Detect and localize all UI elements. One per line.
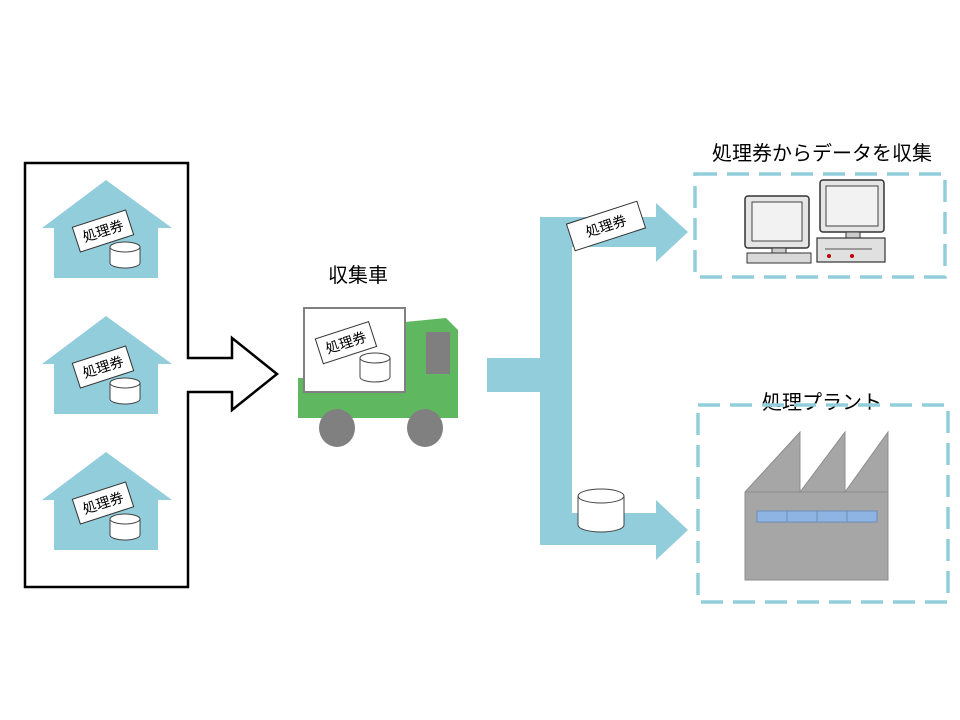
factory-icon — [744, 430, 889, 581]
wheel — [319, 409, 355, 447]
wheel — [407, 409, 443, 447]
processing-plant-box: 処理プラント — [696, 390, 950, 604]
split-flow-arrows: 処理券 — [487, 200, 688, 560]
computer-icon — [744, 179, 886, 264]
cylinder-icon — [359, 352, 391, 383]
cylinder-icon — [109, 377, 141, 405]
household-group: 処理券 処理券 — [23, 161, 280, 589]
collection-truck: 収集車 処理券 — [298, 263, 458, 447]
pc-label: 処理券からデータを収集 — [712, 141, 932, 165]
house-3: 処理券 — [42, 452, 172, 550]
cylinder-icon — [109, 241, 141, 269]
ticket-icon: 処理券 — [71, 481, 135, 525]
split-arrow-shape — [487, 203, 688, 560]
house-2: 処理券 — [42, 316, 172, 414]
house-1: 処理券 — [42, 180, 172, 278]
plant-label: 処理プラント — [762, 390, 882, 414]
truck-label: 収集車 — [328, 263, 388, 287]
data-collection-box: 処理券からデータを収集 — [693, 141, 947, 279]
cylinder-icon — [109, 513, 141, 541]
cylinder-icon — [577, 488, 625, 533]
